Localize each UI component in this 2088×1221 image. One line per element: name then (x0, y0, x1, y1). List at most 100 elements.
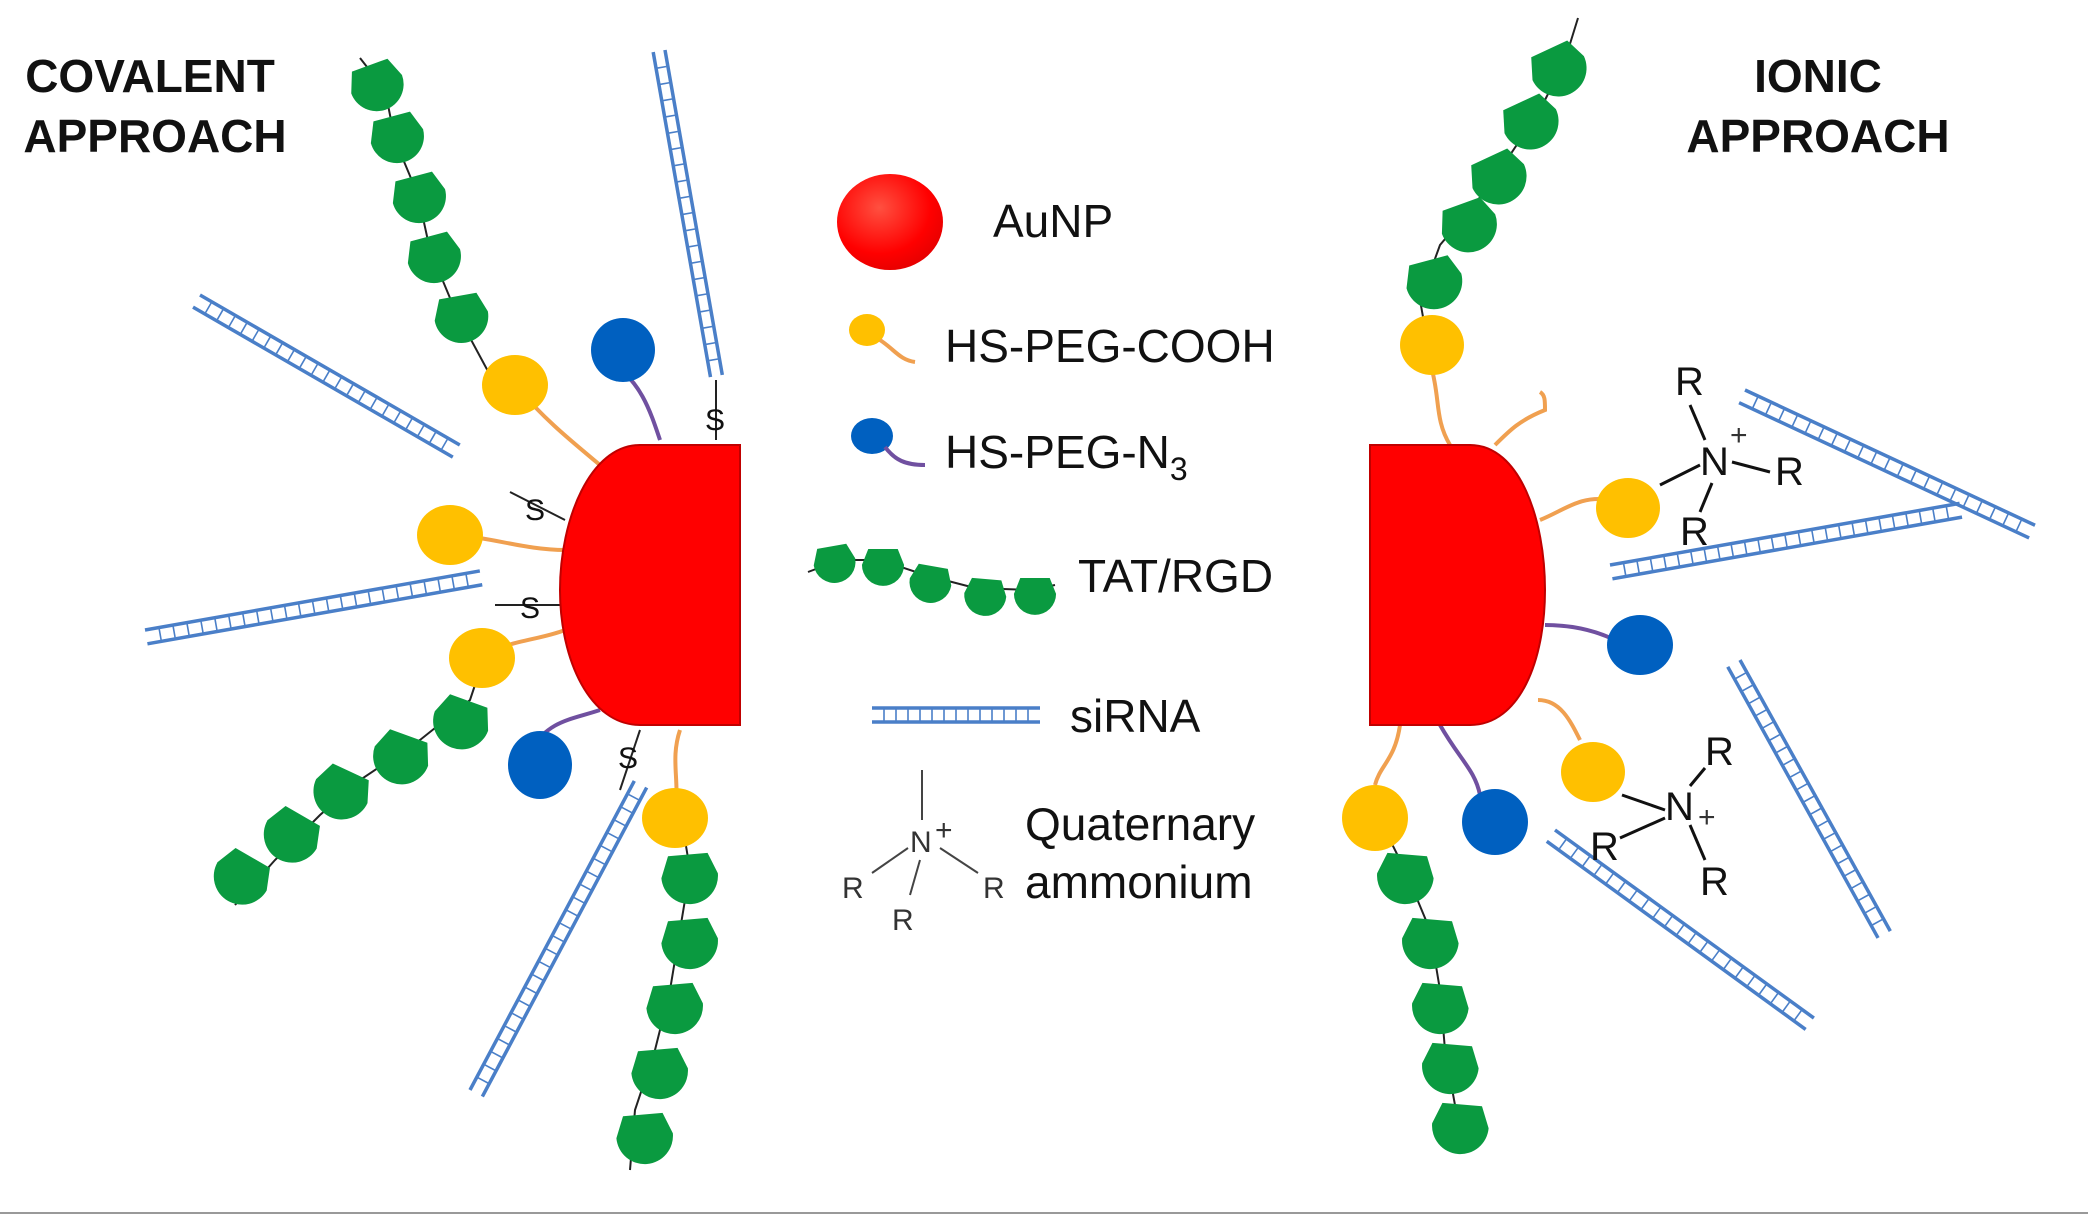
sirna-rung (441, 439, 448, 450)
sirna-rung (1758, 984, 1767, 995)
peptide-segment (434, 292, 489, 344)
sirna-rung (671, 146, 681, 151)
legend-aunp-label: AuNP (993, 195, 1113, 247)
r-group: R (1775, 450, 1804, 494)
sirna-rung (1794, 1010, 1802, 1021)
sirna-rung (532, 974, 544, 981)
sirna-rung (1699, 941, 1708, 952)
legend-quaternary-label-line1: Quaternary (1025, 798, 1255, 850)
sirna-rung (1976, 501, 1983, 513)
cooh-linker (1430, 369, 1452, 447)
sirna-rung (1778, 409, 1785, 421)
peptide-segment (646, 982, 703, 1035)
charge: + (1730, 419, 1748, 452)
r-group: R (1705, 730, 1734, 774)
sirna-rung (1690, 552, 1694, 564)
sirna-rung (1558, 839, 1567, 850)
sirna-rung (1641, 899, 1649, 909)
sirna-rung (1878, 518, 1882, 531)
cooh-bead (482, 355, 548, 415)
sirna-rung (2015, 520, 2022, 531)
sirna-rung (546, 948, 557, 955)
sirna-rung (498, 1038, 509, 1046)
sirna-rung (694, 276, 704, 281)
covalent-nanoparticle-assembly: S S S S (144, 49, 741, 1171)
sirna-ladder (1738, 388, 2036, 540)
sirna-rung (1735, 967, 1744, 978)
sirna-rung (1870, 452, 1877, 464)
sirna-rung (1851, 523, 1855, 535)
sirna-rung (283, 606, 288, 618)
bond (1619, 816, 1666, 840)
sirna-rung (1949, 489, 1957, 501)
n3-swatch-linker (883, 445, 926, 467)
sirna-rung (334, 377, 342, 389)
sirna-rung (1831, 844, 1842, 852)
sirna-ladder (1609, 501, 1963, 581)
n-atom: N (910, 826, 932, 859)
sirna-rung (484, 1064, 496, 1071)
bond (871, 847, 909, 874)
cooh-swatch-linker (878, 338, 916, 364)
covalent-sirna-group (144, 49, 725, 1098)
n3-bead (591, 318, 655, 382)
sirna-rung (1735, 672, 1746, 680)
sirna-rung (1752, 397, 1759, 408)
sirna-rung (228, 616, 232, 628)
legend-hs-peg-n3-main: HS-PEG-N (945, 426, 1170, 478)
peptide-segment (861, 549, 905, 586)
peptide-segment (1402, 917, 1459, 970)
sirna-rung (621, 806, 633, 814)
sirna-rung (1884, 458, 1891, 470)
sirna-rung (1742, 684, 1753, 692)
cooh-bead (1596, 478, 1660, 538)
sirna-rung (587, 871, 598, 878)
sirna-rung (1636, 561, 1640, 573)
peptide-swatch-segments (813, 543, 1057, 616)
sirna-rung (297, 604, 302, 616)
sirna-rung (665, 114, 676, 118)
sirna-rung (703, 325, 713, 329)
sirna-rung (1676, 924, 1685, 935)
sulfur-label: S (618, 742, 638, 775)
r-group: R (1700, 860, 1729, 904)
cooh-linker (1493, 390, 1548, 447)
sirna-rung (1663, 556, 1667, 568)
sirna-rung (1910, 470, 1917, 482)
sirna-rung (339, 596, 344, 609)
sirna-rung (1723, 958, 1732, 969)
ionic-heading-line1: IONIC (1754, 50, 1882, 102)
covalent-heading: COVALENT APPROACH (23, 50, 286, 162)
n3-bead (508, 731, 572, 799)
sirna-ladder (651, 49, 725, 378)
cooh-bead (1561, 742, 1625, 802)
peptide-segment (631, 1047, 688, 1100)
sirna-rung (1749, 697, 1760, 704)
sirna-ladder (1545, 828, 1815, 1031)
sirna-rung (1811, 530, 1815, 542)
sirna-rung (607, 832, 619, 840)
sirna-rung (525, 986, 537, 994)
sirna-rung (518, 999, 530, 1007)
sirna-rung (1818, 427, 1825, 439)
cooh-bead (1342, 785, 1408, 851)
sirna-ladder (144, 569, 483, 646)
sirna-rung (697, 293, 707, 297)
legend-aunp: AuNP (837, 174, 1113, 270)
sirna-rung (393, 411, 401, 423)
sirna-rung (240, 323, 248, 334)
sirna-rung (2002, 513, 2009, 525)
legend-hs-peg-cooh: HS-PEG-COOH (849, 314, 1275, 372)
sirna-rung (601, 845, 612, 852)
sirna-rung (566, 909, 578, 917)
peptide-segment (1406, 255, 1463, 310)
n-atom: N (1700, 440, 1729, 484)
sirna-rung (1622, 563, 1627, 576)
n3-linker (1544, 623, 1616, 642)
sirna-rung (1844, 440, 1851, 451)
sirna-rung (1582, 856, 1591, 867)
sirna-rung (512, 1012, 523, 1020)
sirna-rung (270, 609, 274, 621)
sirna-rung (1664, 916, 1673, 927)
sirna-rung (491, 1051, 502, 1058)
